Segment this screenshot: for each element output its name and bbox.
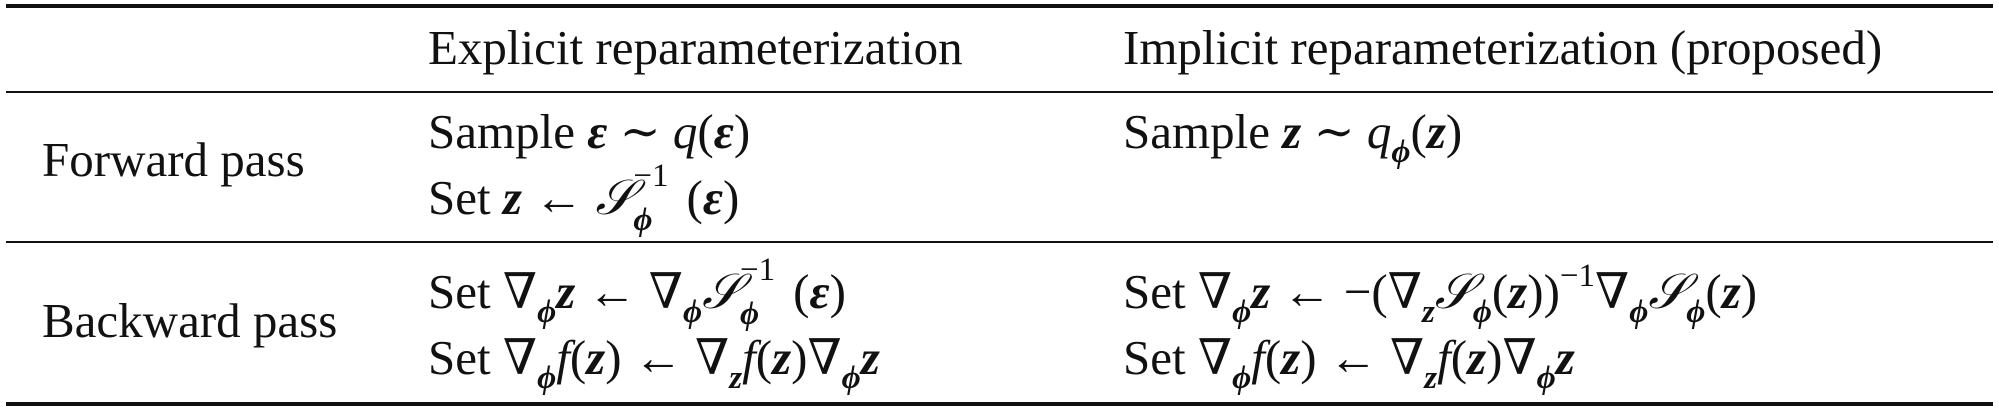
header-implicit: Implicit reparameterization (proposed) [1123, 20, 1883, 75]
row-label-backward: Backward pass [42, 293, 338, 348]
forward-implicit-line-1: Sample z ∼ qϕ(z) [1123, 104, 1463, 170]
backward-implicit-line-2: Set ∇ϕf(z) ← ∇zf(z)∇ϕz [1123, 330, 1575, 396]
row-separator-rule [6, 241, 1993, 243]
word-set: Set [428, 170, 491, 225]
word-set: Set [428, 264, 491, 319]
word-set: Set [1123, 264, 1186, 319]
table-bottom-rule [6, 402, 1993, 406]
backward-explicit-line-2: Set ∇ϕf(z) ← ∇zf(z)∇ϕz [428, 330, 880, 396]
header-explicit: Explicit reparameterization [428, 20, 963, 75]
forward-explicit-line-1: Sample ε ∼ q(ε) [428, 104, 751, 159]
word-set: Set [428, 330, 491, 385]
word-sample: Sample [1123, 104, 1270, 159]
word-sample: Sample [428, 104, 575, 159]
row-label-forward: Forward pass [42, 132, 305, 187]
backward-implicit-line-1: Set ∇ϕz ← −(∇z𝒮ϕ(z))−1∇ϕ𝒮ϕ(z) [1123, 258, 1758, 330]
header-rule [6, 91, 1993, 93]
word-set: Set [1123, 330, 1186, 385]
table-top-rule [6, 4, 1993, 8]
